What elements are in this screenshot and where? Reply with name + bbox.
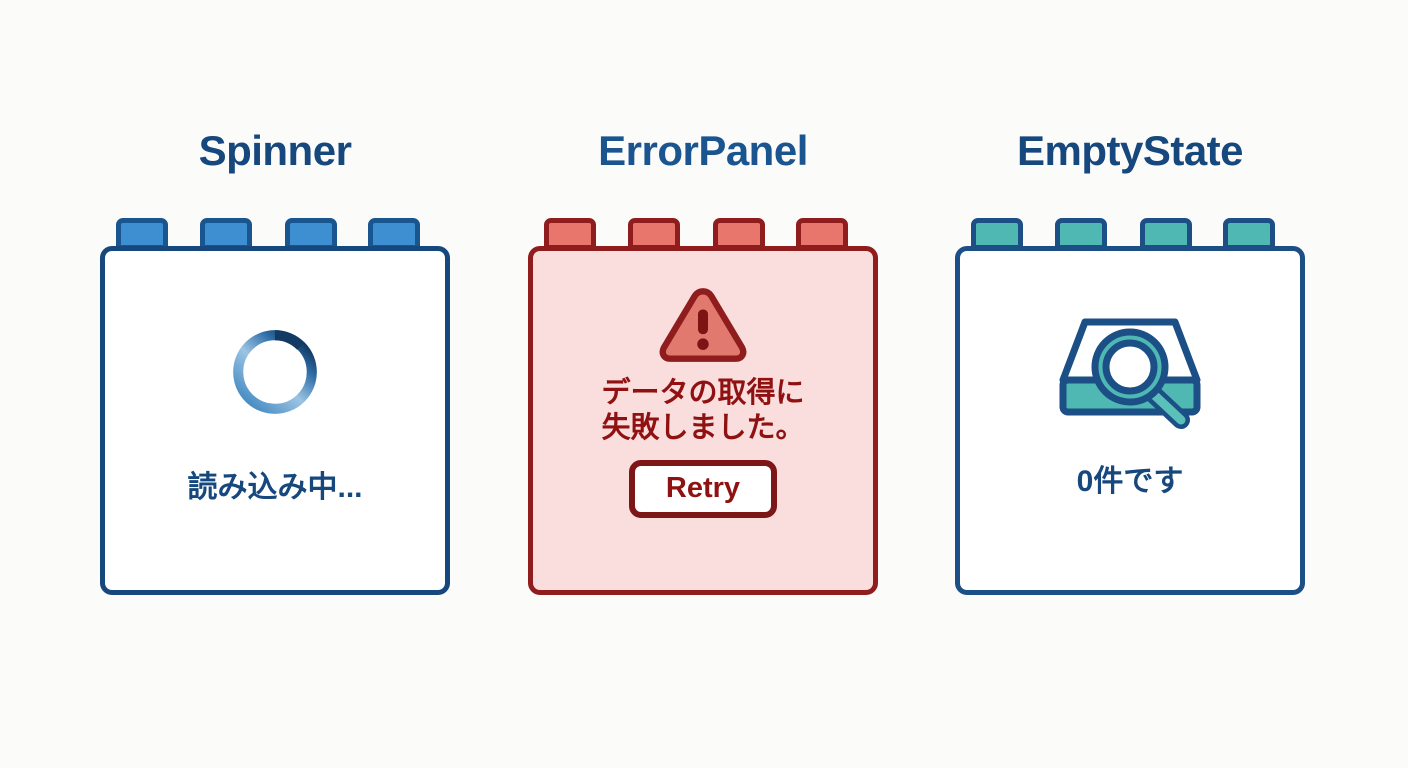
- warning-triangle-icon: [659, 288, 747, 362]
- empty-state-content: 0件です: [955, 246, 1305, 595]
- lego-brick-error-panel: データの取得に 失敗しました。 Retry: [528, 218, 878, 595]
- brick-stud: [796, 218, 848, 250]
- error-panel-content: データの取得に 失敗しました。 Retry: [528, 246, 878, 595]
- brick-stud: [1055, 218, 1107, 250]
- retry-button[interactable]: Retry: [629, 459, 777, 518]
- empty-box-magnifier-icon: [1059, 318, 1201, 429]
- card-title-empty-state: EmptyState: [1016, 127, 1244, 174]
- lego-brick-spinner: 読み込み中...: [100, 218, 450, 595]
- spinner-card-content: 読み込み中...: [100, 246, 450, 595]
- error-message-line-2: 失敗しました。: [601, 411, 805, 444]
- brick-stud: [971, 218, 1023, 250]
- card-title-spinner: Spinner: [198, 127, 352, 174]
- brick-body-spinner: [100, 246, 450, 595]
- error-message-line-1: データの取得に: [601, 377, 805, 409]
- brick-body-empty-state: [955, 246, 1305, 595]
- empty-state-label: 0件です: [1076, 465, 1184, 498]
- loading-spinner-icon: [233, 330, 317, 414]
- card-title-error-panel: ErrorPanel: [598, 127, 808, 174]
- error-message: データの取得に 失敗しました。: [601, 376, 804, 446]
- lego-brick-empty-state: 0件です: [955, 218, 1305, 595]
- spinner-status-label: 読み込み中...: [187, 471, 363, 504]
